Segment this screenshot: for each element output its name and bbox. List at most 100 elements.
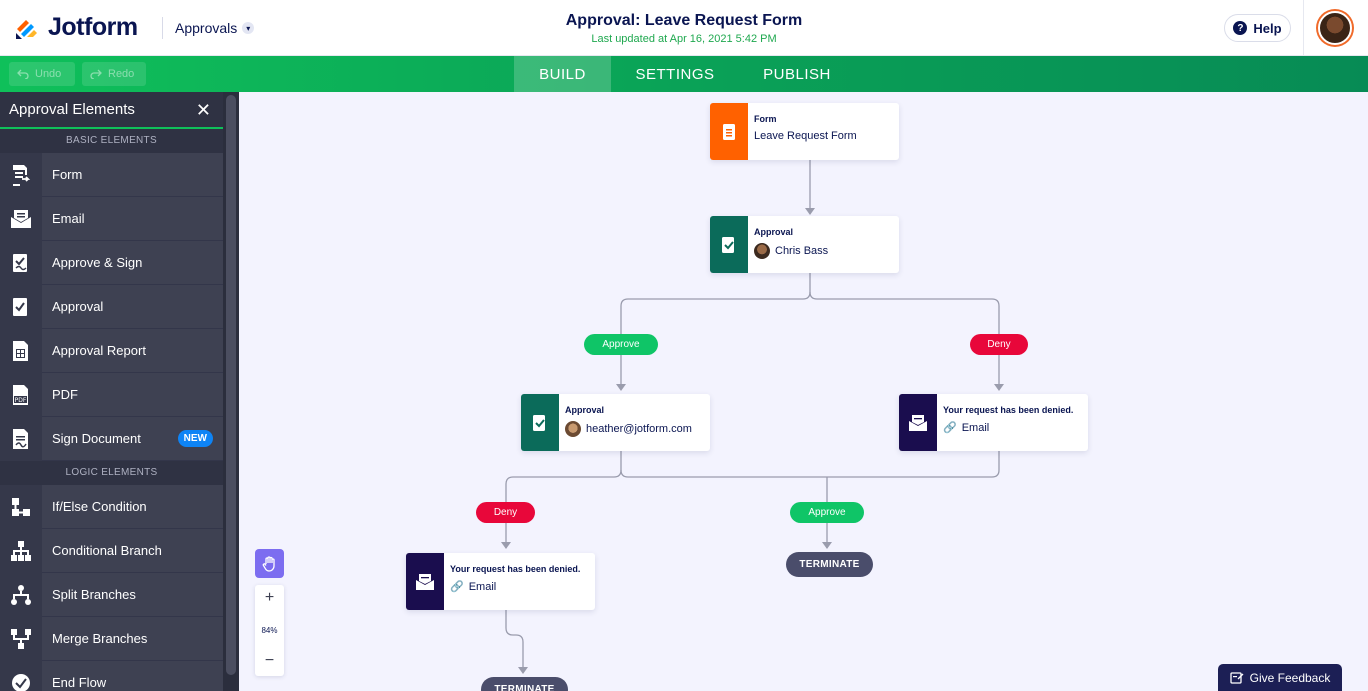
node-value: heather@jotform.com (565, 421, 692, 437)
deny-branch-label[interactable]: Deny (970, 334, 1028, 355)
terminate-node-2[interactable]: TERMINATE (481, 677, 568, 691)
tab-settings[interactable]: SETTINGS (635, 65, 715, 83)
sidebar-item-merge-branches[interactable]: Merge Branches (0, 616, 223, 661)
approver-avatar (565, 421, 581, 437)
approval-icon (533, 414, 545, 431)
basic-elements-heading: BASIC ELEMENTS (0, 129, 223, 153)
link-icon: 🔗 (450, 581, 464, 593)
approvals-dropdown[interactable]: Approvals ▾ (175, 20, 255, 36)
header-divider (162, 17, 163, 39)
node-type-label: Approval (565, 405, 605, 415)
sidebar-item-email[interactable]: Email (0, 196, 223, 241)
email-type: Email (961, 421, 990, 434)
approval-elements-sidebar: Approval Elements ✕ BASIC ELEMENTS Form … (0, 92, 223, 691)
approver-avatar (754, 243, 770, 259)
new-badge: NEW (177, 430, 213, 447)
feedback-icon (1229, 671, 1244, 684)
approve-branch-label-2[interactable]: Approve (790, 502, 864, 523)
sidebar-item-pdf[interactable]: PDF PDF (0, 372, 223, 417)
redo-button[interactable]: Redo (82, 62, 146, 86)
email-node-icon-box (406, 553, 444, 610)
flow-canvas[interactable]: Form Leave Request Form Approval Chris B… (239, 92, 1368, 691)
form-node[interactable]: Form Leave Request Form (710, 103, 899, 160)
undo-icon (17, 69, 29, 79)
user-avatar-image (1318, 11, 1352, 45)
email-node-denied[interactable]: Your request has been denied. 🔗Email (899, 394, 1088, 451)
sidebar-item-label: PDF (52, 387, 78, 402)
sidebar-item-label: Conditional Branch (52, 543, 162, 558)
deny-branch-label-2[interactable]: Deny (476, 502, 535, 523)
sidebar-item-approval-report[interactable]: Approval Report (0, 328, 223, 373)
sidebar-title: Approval Elements (9, 101, 135, 118)
end-flow-icon (12, 673, 30, 691)
user-avatar[interactable] (1316, 9, 1354, 47)
tab-build[interactable]: BUILD (514, 56, 611, 92)
node-value: 🔗 Email (450, 580, 580, 594)
redo-icon (90, 69, 102, 79)
sidebar-item-label: End Flow (52, 675, 107, 690)
page-title: Approval: Leave Request Form (565, 12, 803, 29)
jotform-logo[interactable]: Jotform (14, 13, 138, 42)
sidebar-item-if-else[interactable]: If/Else Condition (0, 484, 223, 529)
give-feedback-button[interactable]: Give Feedback (1218, 664, 1342, 691)
sidebar-item-label: If/Else Condition (52, 499, 147, 514)
header-separator (1303, 0, 1304, 56)
if-else-icon (12, 497, 30, 516)
email-node-icon-box (899, 394, 937, 451)
sidebar-item-form[interactable]: Form (0, 152, 223, 197)
sidebar-item-split-branches[interactable]: Split Branches (0, 572, 223, 617)
sidebar-item-label: Email (52, 211, 85, 226)
approval-node-chris[interactable]: Approval Chris Bass (710, 216, 899, 273)
help-icon: ? (1233, 21, 1248, 35)
email-node-denied-2[interactable]: Your request has been denied. 🔗Email (406, 553, 595, 610)
node-value: Chris Bass (754, 243, 828, 259)
sidebar-item-conditional-branch[interactable]: Conditional Branch (0, 528, 223, 573)
close-icon[interactable]: ✕ (195, 99, 211, 120)
sidebar-item-label: Sign Document (52, 431, 141, 446)
zoom-controls: + 84% − (255, 585, 284, 676)
hand-icon (262, 555, 275, 572)
conditional-branch-icon (11, 540, 31, 561)
sidebar-item-label: Approval Report (52, 343, 146, 358)
sidebar-scrollbar-thumb[interactable] (226, 95, 236, 675)
email-type: Email (468, 580, 497, 593)
approve-branch-label[interactable]: Approve (584, 334, 658, 355)
undo-label: Undo (35, 68, 62, 80)
form-icon (723, 123, 735, 140)
form-node-icon-box (710, 103, 748, 160)
sidebar-header: Approval Elements ✕ (0, 92, 223, 129)
redo-label: Redo (108, 68, 135, 80)
pdf-icon: PDF (13, 384, 28, 405)
zoom-out-button[interactable]: − (264, 652, 275, 669)
undo-button[interactable]: Undo (9, 62, 75, 86)
pan-tool-button[interactable] (255, 549, 284, 578)
app-header: Jotform Approvals ▾ Approval: Leave Requ… (0, 0, 1368, 56)
sidebar-item-sign-document[interactable]: Sign Document NEW (0, 416, 223, 461)
help-button[interactable]: ? Help (1224, 14, 1291, 42)
terminate-node[interactable]: TERMINATE (786, 552, 873, 577)
node-type-label: Form (754, 114, 777, 124)
approval-icon (722, 236, 734, 253)
sidebar-item-approve-sign[interactable]: Approve & Sign (0, 240, 223, 285)
sidebar-item-end-flow[interactable]: End Flow (0, 660, 223, 691)
approval-node-heather[interactable]: Approval heather@jotform.com (521, 394, 710, 451)
build-toolbar: Undo Redo BUILD SETTINGS PUBLISH (0, 56, 1368, 92)
sidebar-item-label: Approve & Sign (52, 255, 143, 270)
link-icon: 🔗 (943, 422, 957, 434)
approver-name: heather@jotform.com (586, 423, 692, 435)
sidebar-item-label: Form (52, 167, 83, 182)
report-icon (13, 340, 28, 361)
zoom-in-button[interactable]: + (264, 589, 275, 606)
last-updated-text: Last updated at Apr 16, 2021 5:42 PM (591, 33, 777, 45)
approval-icon (13, 297, 27, 316)
sidebar-item-approval[interactable]: Approval (0, 284, 223, 329)
email-icon (416, 573, 434, 590)
give-feedback-label: Give Feedback (1249, 670, 1331, 685)
sidebar-item-label: Approval (52, 299, 104, 314)
node-type-label: Approval (754, 227, 794, 237)
tab-publish[interactable]: PUBLISH (763, 65, 831, 83)
approvals-dropdown-label: Approvals (175, 20, 238, 36)
merge-branches-icon (11, 628, 31, 649)
email-icon (11, 209, 31, 228)
approve-sign-icon (13, 253, 27, 272)
